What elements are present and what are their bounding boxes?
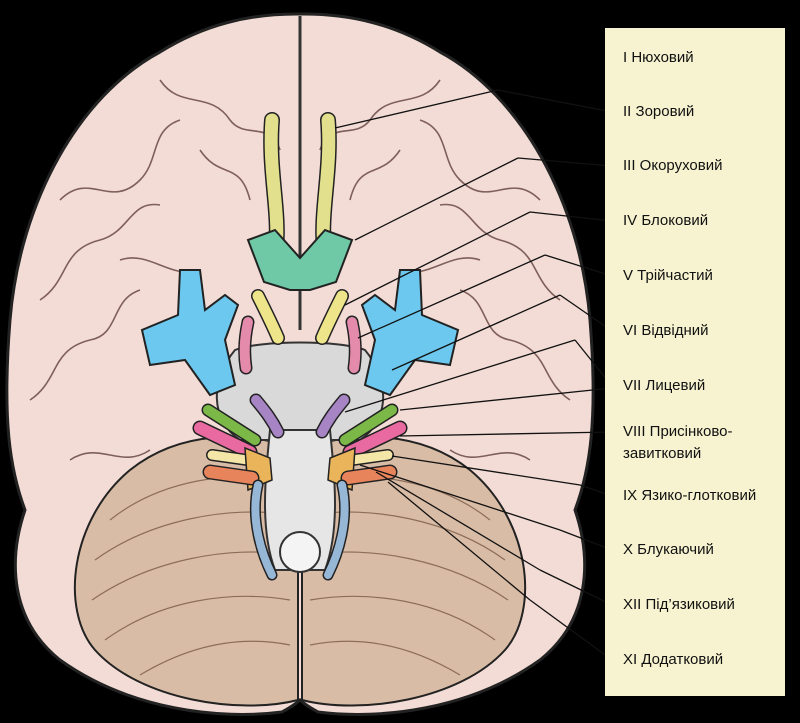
label-vestibulocochlear-cont: завитковий [623, 445, 702, 462]
oculomotor-left-fill [252, 290, 284, 344]
spinal-cord-section [279, 531, 321, 573]
label-facial: VII Лицевий [623, 377, 706, 394]
facial-left-fill [203, 405, 260, 445]
trochlear-left-fill [239, 317, 253, 373]
hypoglossal-right-fill [324, 481, 349, 579]
label-trochlear: IV Блоковий [623, 212, 709, 229]
hypoglossal-left-fill [251, 481, 276, 579]
label-hypoglossal: XII Під’язиковий [623, 596, 735, 613]
leader-lines [334, 57, 613, 661]
vestibulocochlear-right-fill [344, 422, 406, 458]
label-oculomotor: III Окоруховий [623, 157, 723, 174]
abducens-left-fill [251, 395, 283, 437]
label-vestibulocochlear: VIII Присінково- [623, 423, 733, 440]
optic-chiasm [246, 228, 354, 291]
label-accessory: XI Додатковий [623, 651, 724, 668]
label-glossopharyngeal: IX Язико-глотковий [623, 487, 757, 504]
label-abducens: VI Відвідний [623, 322, 709, 339]
vestibulocochlear-left-fill [194, 422, 256, 458]
abducens-right-fill [317, 395, 349, 437]
legend-panel [605, 28, 785, 696]
trigeminal-left [140, 269, 240, 397]
trochlear-right-fill [347, 317, 361, 373]
label-optic: II Зоровий [623, 103, 695, 120]
label-vagus: X Блукаючий [623, 541, 714, 558]
trigeminal-right [360, 269, 460, 397]
oculomotor-right-fill [316, 290, 348, 344]
facial-right-fill [340, 405, 397, 445]
accessory-left-fill [204, 466, 258, 484]
pons [215, 341, 385, 441]
label-olfactory: I Нюховий [623, 49, 694, 66]
label-trigeminal: V Трійчастий [623, 267, 713, 284]
